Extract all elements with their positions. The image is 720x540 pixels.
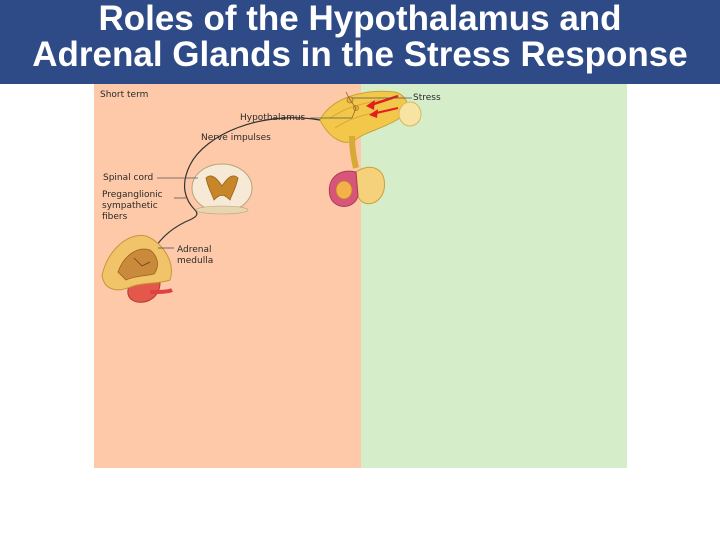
pituitary-illustration <box>328 135 386 207</box>
adrenal-medulla-line-2: medulla <box>177 256 214 266</box>
nerve-impulses-label: Nerve impulses <box>201 133 271 143</box>
slide-title: Roles of the Hypothalamus and Adrenal Gl… <box>0 0 720 84</box>
adrenal-gland-illustration <box>101 234 173 303</box>
preganglionic-fibers-line-2: sympathetic <box>102 201 158 211</box>
adrenal-medulla-label: Adrenal medulla <box>177 245 213 267</box>
hypothalamus-illustration <box>319 90 422 143</box>
title-bar <box>0 0 720 84</box>
slide-title-line-2: Adrenal Glands in the Stress Response <box>32 35 688 74</box>
spinal-cord-illustration <box>191 163 253 215</box>
stress-label: Stress <box>413 93 441 103</box>
preganglionic-fibers-line-1: Preganglionic <box>102 190 163 200</box>
short-term-label: Short term <box>100 90 149 100</box>
preganglionic-fibers-label: Preganglionic sympathetic fibers <box>102 190 163 223</box>
nerve-pathway-line <box>149 117 321 259</box>
long-term-panel <box>361 84 627 468</box>
spinal-cord-label: Spinal cord <box>103 173 154 183</box>
adrenal-medulla-line-1: Adrenal <box>177 245 212 255</box>
hypothalamus-label: Hypothalamus <box>240 113 306 123</box>
preganglionic-fibers-line-3: fibers <box>102 212 128 222</box>
slide-title-line-1: Roles of the Hypothalamus and <box>98 0 622 38</box>
